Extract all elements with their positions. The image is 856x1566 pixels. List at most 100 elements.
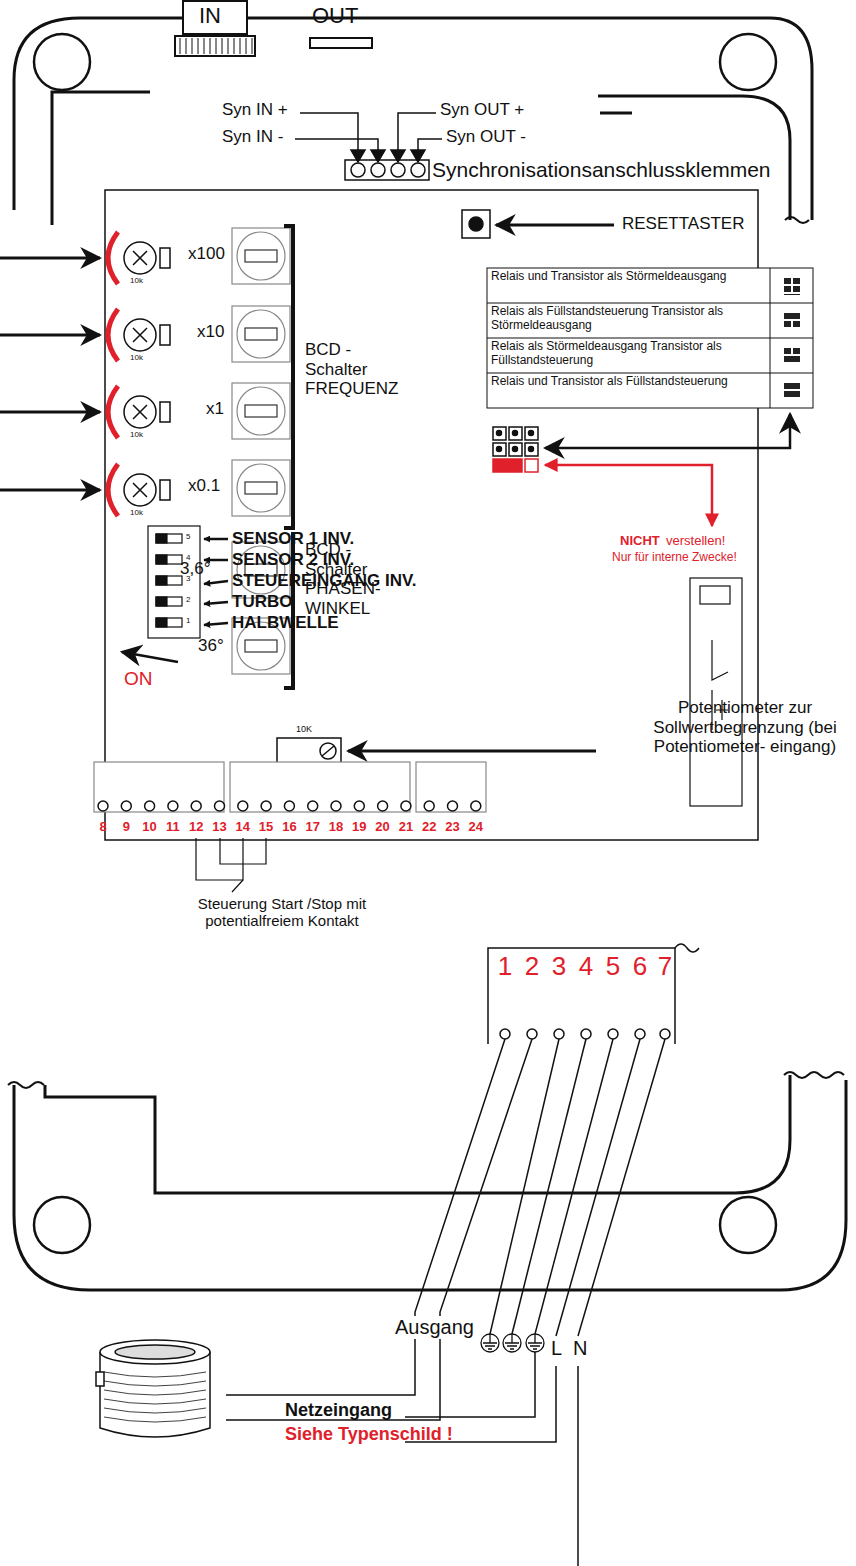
terminal-screw [308,801,318,811]
jumper-block [509,427,522,440]
terminal-screw [401,801,411,811]
potentiometer [160,402,170,422]
cable-gland [183,1,247,34]
pointer-arrows [0,411,100,414]
jumper-block [493,427,506,440]
mains-terminal-block [608,1029,618,1039]
terminal-screw [471,801,481,811]
jumper-icon [784,278,800,295]
mains-terminal-block [581,1029,591,1039]
terminal-block [416,762,486,812]
terminal-screw [354,801,364,811]
bcd-switch [245,640,277,652]
housing-bottom [34,1197,90,1253]
label-text: NICHT [620,534,660,549]
dip-switch [156,597,182,606]
dip-leader [122,652,178,662]
label-text: 21 [394,820,418,835]
label-text: 10 [138,820,162,835]
terminal-screw [261,801,271,811]
terminal-screw [191,801,201,811]
label-text: Ausgang [393,1316,476,1339]
bcd-switch [237,310,285,358]
sync-leader [295,113,442,150]
terminal-screw [448,801,458,811]
label-text: Syn OUT + [440,100,524,120]
sync-terminal [345,150,429,180]
label-text: OUT [312,3,358,28]
jumper-block [525,427,538,440]
housing-bottom [8,1082,44,1088]
potentiometer [124,242,170,506]
label-text: Potentiometer zur Sollwertbegrenzung (be… [640,698,850,757]
label-text: BCD - Schalter FREQUENZ [305,340,405,399]
potentiometer [124,396,156,428]
bcd-switch [237,464,285,512]
jumper-leader [545,414,790,448]
label-text: 10k [130,353,143,362]
adjust-arc [108,309,118,361]
housing-top [600,112,632,115]
dip-switch [156,576,167,585]
label-text: SENSOR 1 INV. [232,529,354,549]
label-text: Steuerung Start /Stop mit potentialfreie… [196,895,368,930]
dip-switch [156,618,167,627]
dip-leader [204,602,228,604]
label-text: Relais als Füllstandsteuerung Transistor… [491,305,767,333]
fan-motor [96,1372,104,1386]
terminal-screw [378,801,388,811]
jumper-block [529,447,534,452]
fan-motor [104,1390,206,1395]
housing-top [720,34,776,90]
jumper-icon [784,383,800,397]
sync-terminal [345,160,429,180]
label-text: 36° [198,636,224,656]
sync-leader [418,139,442,150]
label-text: 7 [653,952,677,982]
fan-motor [104,1408,206,1413]
potentiometer [160,248,170,268]
bcd-switch [245,405,277,417]
terminal-screw [238,801,248,811]
dip-switch [156,597,167,606]
bcd-switch [232,460,290,516]
cable-gland [180,38,252,54]
label-text: 24 [464,820,488,835]
terminal-screw [121,801,131,811]
cable-gland [175,1,372,56]
jumper-table [487,268,813,408]
jumper-block [509,443,522,456]
wire [405,1352,535,1417]
label-text: 10k [130,430,143,439]
bcd-switch [245,328,277,340]
dip-switch [156,576,182,585]
potentiometer [160,325,170,345]
pointer-arrows [0,334,100,337]
fan-motor [100,1340,210,1364]
label-text: 15 [254,820,278,835]
label-text: RESETTASTER [622,214,744,234]
label-text: 10k [130,508,143,517]
wire [556,1039,640,1336]
bcd-switch [245,250,277,262]
mains-terminal-block [635,1029,645,1039]
label-text: 1 [493,952,517,982]
label-text: Syn OUT - [446,127,526,147]
terminal-screw [424,801,434,811]
label-text: 2 [520,952,544,982]
sync-terminal [391,163,405,177]
wire [226,1039,665,1566]
jumper-block [493,459,522,472]
fan-motor [115,1345,195,1359]
trimmer [320,743,336,759]
potentiometer [124,474,156,506]
wire [578,1039,665,1336]
label-text: Relais und Transistor als Füllstandsteue… [491,375,767,389]
label-text: Siehe Typenschild ! [285,1424,453,1445]
label-text: x1 [206,399,224,419]
earth-symbol [481,1334,544,1352]
jumper-icon [784,348,800,362]
terminal-screw [145,801,155,811]
earth-symbol [483,1334,497,1349]
jumper-block [497,431,502,436]
